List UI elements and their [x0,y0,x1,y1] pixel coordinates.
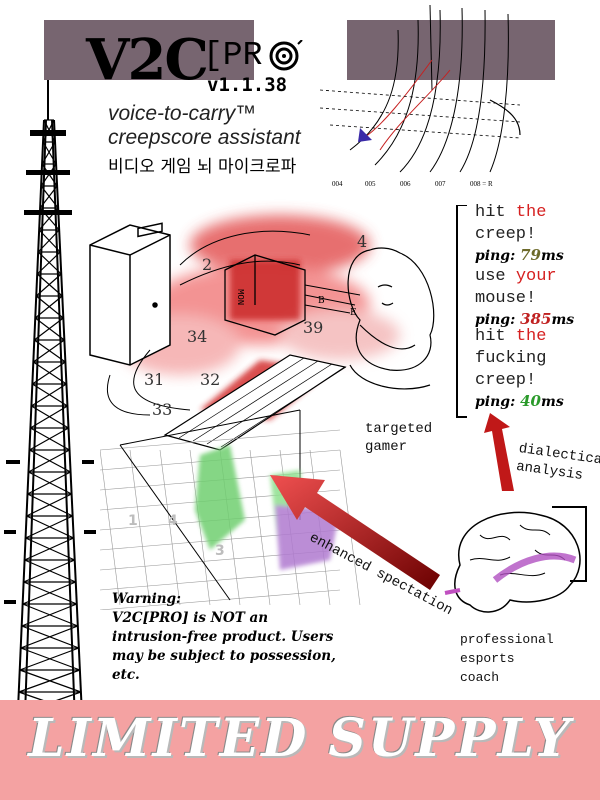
mind-control-diagram: MON 2 4 34 39 31 32 33 [89,215,435,451]
diagram-number: 34 [187,327,207,346]
svg-text:4: 4 [168,513,178,529]
graph-axis-label: 005 [365,180,376,188]
diagram-number: 32 [200,370,220,389]
waveform-graph: 004 005 006 007 008 = R [320,4,521,188]
brain-bracket [552,506,587,582]
diagram-number: 2 [202,255,212,274]
spiral-icon [269,40,303,71]
logo-background [44,20,254,80]
surface-plot: 1 4 3 [100,409,361,610]
diagram-number: 39 [303,318,323,337]
ping-message-1: hit the creep! ping: 79ms [475,203,564,264]
graph-axis-label: 007 [435,180,446,188]
graph-axis-label: 008 = R [470,180,493,188]
logo-pro-text: [PR [203,37,263,74]
diagram-number: 4 [357,232,367,251]
red-up-arrow-icon [484,413,514,491]
diagram-letter: E [350,308,357,318]
ping-message-3: hit the fucking creep! ping: 40ms [475,327,564,410]
diagram-letter: B [318,296,325,306]
tagline-voice-to-carry: voice-to-carry™ [108,102,257,125]
diagram-number: 33 [152,400,172,419]
diagram-number: 31 [144,370,164,389]
version-label: v1.1.38 [207,74,288,96]
logo-wordmark: V2C [86,27,209,93]
monitor-label: MON [235,289,245,305]
brain-icon [444,511,581,613]
warning-title: Warning: [112,591,182,607]
korean-tagline: 비디오 게임 뇌 마이크로파 [108,157,297,177]
banner-text: LIMITED SUPPLY [28,708,572,769]
ping-bracket [456,205,467,418]
red-arrow-icon [270,475,440,590]
warning-notice: Warning: V2C[PRO] is NOT an intrusion-fr… [112,590,342,685]
graph-background [347,20,555,80]
warning-body: V2C[PRO] is NOT an intrusion-free produc… [112,610,336,683]
svg-text:1: 1 [128,513,138,529]
limited-supply-banner [0,700,600,800]
graph-axis-label: 006 [400,180,411,188]
svg-text:3: 3 [215,543,225,559]
tagline-creepscore: creepscore assistant [108,126,301,149]
graph-axis-label: 004 [332,180,343,188]
ping-message-2: use your mouse! ping: 385ms [475,267,575,328]
